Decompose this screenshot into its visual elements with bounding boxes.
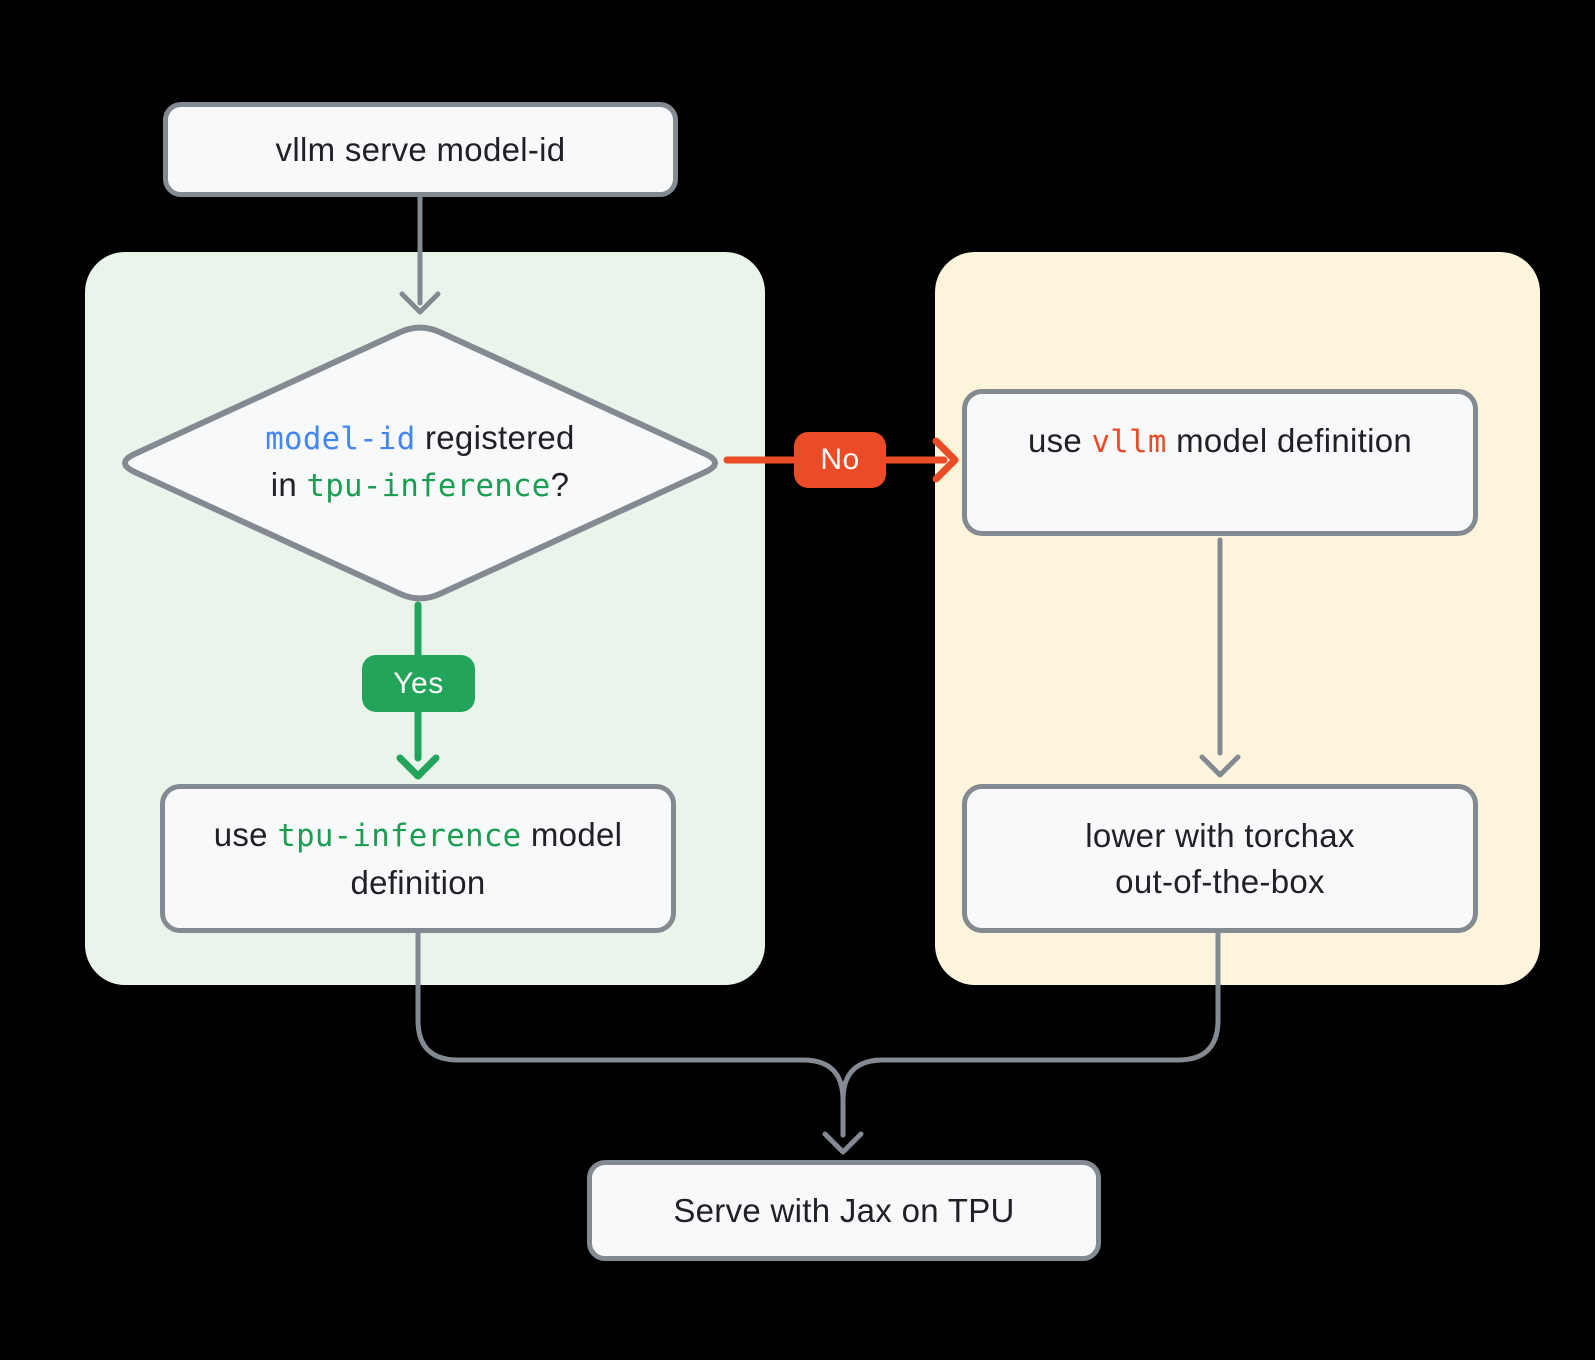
node-end-label: Serve with Jax on TPU (673, 1191, 1015, 1229)
arrowhead-down-icon (822, 1131, 864, 1155)
merge-path-left (415, 930, 846, 1138)
node-start-label: vllm serve model-id (275, 130, 566, 168)
node-start: vllm serve model-id (163, 102, 678, 197)
merge-path-right (840, 930, 1221, 1138)
arrowhead-down-green-icon (396, 754, 440, 780)
node-use-vllm: use vllm model definition (962, 389, 1478, 536)
decision-diamond (122, 324, 718, 602)
node-end: Serve with Jax on TPU (587, 1160, 1101, 1261)
node-use-vllm-label: use vllm model definition (1027, 422, 1413, 460)
arrowhead-right-icon (932, 437, 959, 483)
no-badge: No (794, 432, 886, 488)
arrowhead-down-icon (399, 291, 441, 315)
decision-line1: model-id registered (265, 419, 575, 457)
no-badge-label: No (820, 443, 860, 476)
yes-badge-label: Yes (393, 666, 444, 700)
arrowhead-down-icon (1199, 754, 1241, 778)
decision-label: model-id registered in tpu-inference? (120, 415, 720, 509)
yes-badge: Yes (362, 655, 475, 712)
decision-line2: in tpu-inference? (270, 466, 570, 504)
